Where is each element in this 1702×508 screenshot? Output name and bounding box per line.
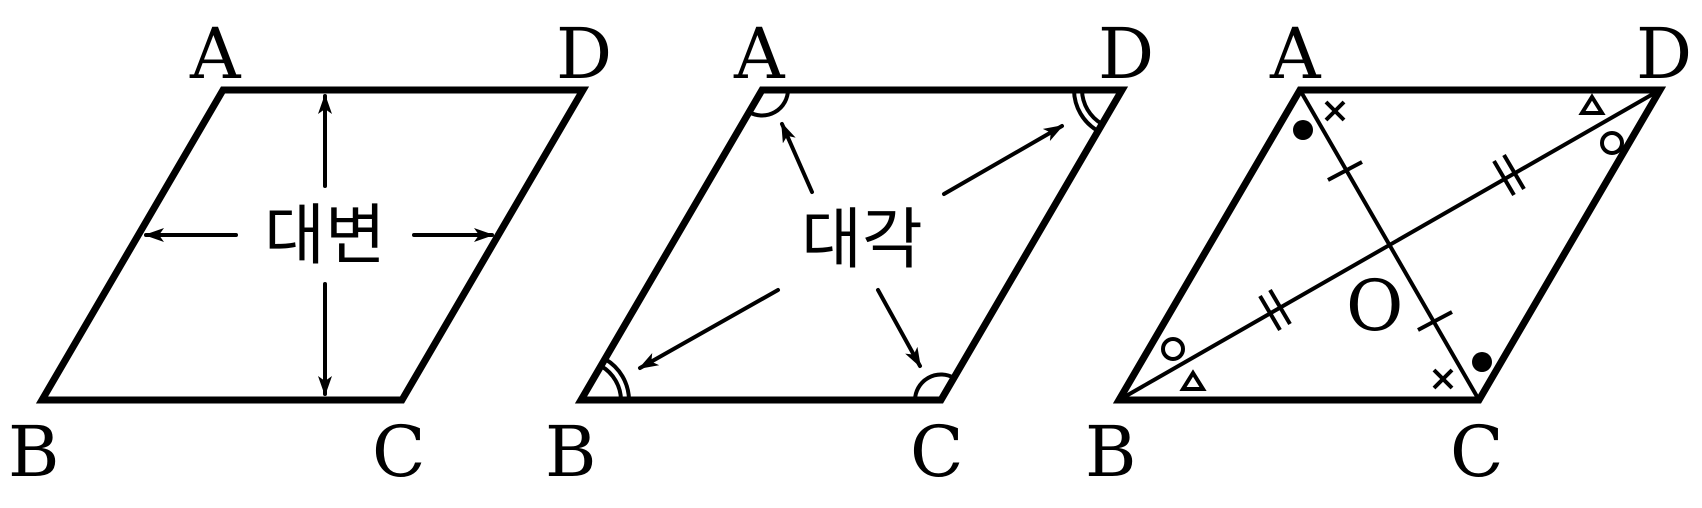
tick-ao bbox=[1327, 160, 1363, 182]
arrow-to-a bbox=[780, 122, 814, 194]
vertex-b-label: B bbox=[545, 411, 596, 493]
vertex-b-label: B bbox=[8, 411, 59, 493]
arrow-to-d bbox=[942, 124, 1064, 196]
caption-opposite-angles: 대각 bbox=[801, 201, 922, 278]
dot-mark-c bbox=[1472, 352, 1492, 372]
vertex-d-label: D bbox=[1098, 13, 1154, 95]
cross-mark-c bbox=[1432, 368, 1454, 390]
panel-diagonals: A D B C O bbox=[1085, 13, 1692, 493]
panel-opposite-angles: A D B C 대각 bbox=[545, 13, 1154, 493]
center-o-label: O bbox=[1346, 265, 1403, 347]
parallelogram-1 bbox=[35, 86, 590, 404]
tick-oc bbox=[1417, 310, 1453, 332]
vertex-a-label: A bbox=[733, 13, 786, 95]
tick-bo-1 bbox=[1258, 294, 1282, 332]
vertex-c-label: C bbox=[372, 411, 426, 493]
circle-mark-b bbox=[1161, 337, 1185, 361]
caption-opposite-sides: 대변 bbox=[264, 197, 385, 274]
parallelogram-2 bbox=[574, 86, 1129, 404]
vertex-a-label: A bbox=[1269, 13, 1322, 95]
arrow-to-c bbox=[876, 288, 922, 368]
angle-double-arc-b2 bbox=[599, 364, 623, 401]
diagonal-bd bbox=[1118, 88, 1661, 402]
tick-bo-2 bbox=[1268, 288, 1292, 326]
tick-od-1 bbox=[1492, 159, 1516, 197]
angle-double-arc-d1 bbox=[1072, 89, 1100, 133]
triangle-mark-d bbox=[1578, 93, 1606, 115]
angle-arc-c bbox=[913, 372, 955, 401]
vertex-d-label: D bbox=[556, 13, 612, 95]
angle-arc-a bbox=[748, 89, 790, 118]
vertex-c-label: C bbox=[1450, 411, 1504, 493]
vertex-c-label: C bbox=[910, 411, 964, 493]
circle-mark-d bbox=[1600, 131, 1624, 155]
arrow-to-b bbox=[638, 288, 780, 370]
dot-mark-a bbox=[1293, 120, 1313, 140]
vertex-a-label: A bbox=[189, 13, 242, 95]
angle-double-arc-d2 bbox=[1080, 89, 1104, 126]
angle-double-arc-b1 bbox=[603, 357, 631, 401]
tick-od-2 bbox=[1502, 153, 1526, 191]
triangle-mark-b bbox=[1179, 369, 1207, 391]
cross-mark-a bbox=[1324, 100, 1346, 122]
vertex-d-label: D bbox=[1636, 13, 1692, 95]
vertex-b-label: B bbox=[1085, 411, 1136, 493]
panel-opposite-sides: A D B C 대변 bbox=[8, 13, 612, 493]
